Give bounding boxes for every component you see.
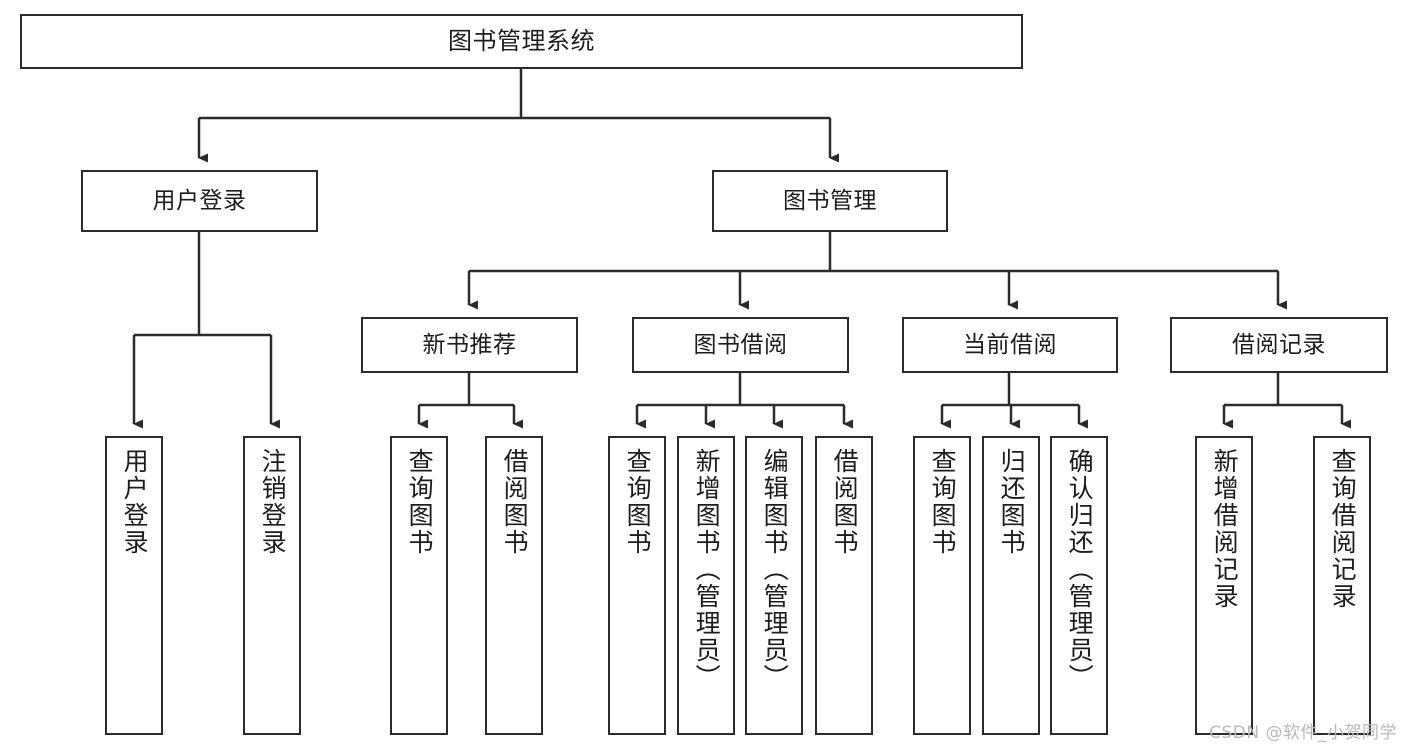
node-current-borrow-label: 当前借阅 [963, 331, 1057, 358]
node-current-borrow[interactable]: 当前借阅 [902, 317, 1118, 373]
node-leaf-query-borrow-record[interactable]: 查询借阅记录 [1313, 436, 1371, 735]
node-leaf-borrow-book[interactable]: 借阅图书 [815, 436, 873, 735]
node-borrow-record[interactable]: 借阅记录 [1170, 317, 1388, 373]
node-user-login-label: 用户登录 [152, 187, 247, 214]
node-leaf-query-book-borrow-label: 查询图书 [623, 448, 653, 556]
node-borrow-record-label: 借阅记录 [1232, 331, 1326, 358]
node-book-manage[interactable]: 图书管理 [712, 170, 948, 232]
csdn-watermark: CSDN @软件_小贺同学 [1209, 723, 1397, 743]
node-leaf-query-book-cur-label: 查询图书 [928, 448, 958, 556]
node-leaf-logout-login-label: 注销登录 [258, 448, 288, 556]
node-leaf-borrow-book-label: 借阅图书 [830, 448, 860, 556]
node-leaf-borrow-book-rec-label: 借阅图书 [500, 448, 530, 556]
node-leaf-confirm-return-admin[interactable]: 确认归还（管理员） [1050, 436, 1108, 735]
node-leaf-query-book-borrow[interactable]: 查询图书 [608, 436, 666, 735]
node-leaf-query-borrow-record-label: 查询借阅记录 [1328, 448, 1358, 610]
node-leaf-confirm-return-admin-label: 确认归还（管理员） [1065, 448, 1095, 691]
node-root-system[interactable]: 图书管理系统 [20, 14, 1023, 69]
node-book-manage-label: 图书管理 [783, 187, 877, 214]
node-leaf-query-book-cur[interactable]: 查询图书 [913, 436, 971, 735]
node-leaf-borrow-book-rec[interactable]: 借阅图书 [485, 436, 543, 735]
node-leaf-return-book-label: 归还图书 [997, 448, 1027, 556]
node-root-label: 图书管理系统 [448, 26, 595, 55]
node-new-book-recommend[interactable]: 新书推荐 [361, 317, 578, 373]
node-leaf-query-book-rec[interactable]: 查询图书 [390, 436, 448, 735]
node-leaf-query-book-rec-label: 查询图书 [405, 448, 435, 556]
node-leaf-edit-book-admin[interactable]: 编辑图书（管理员） [745, 436, 803, 735]
node-leaf-return-book[interactable]: 归还图书 [982, 436, 1040, 735]
node-leaf-add-book-admin[interactable]: 新增图书（管理员） [677, 436, 735, 735]
node-leaf-user-login-label: 用户登录 [120, 448, 150, 556]
node-leaf-edit-book-admin-label: 编辑图书（管理员） [760, 448, 790, 691]
node-user-login[interactable]: 用户登录 [81, 170, 318, 232]
node-leaf-logout-login[interactable]: 注销登录 [243, 436, 301, 735]
node-leaf-add-book-admin-label: 新增图书（管理员） [692, 448, 722, 691]
node-book-borrow-label: 图书借阅 [693, 331, 788, 358]
node-leaf-add-borrow-record-label: 新增借阅记录 [1210, 448, 1240, 610]
node-leaf-add-borrow-record[interactable]: 新增借阅记录 [1195, 436, 1253, 735]
node-leaf-user-login[interactable]: 用户登录 [105, 436, 163, 735]
node-new-book-recommend-label: 新书推荐 [422, 331, 517, 358]
node-book-borrow[interactable]: 图书借阅 [632, 317, 849, 373]
